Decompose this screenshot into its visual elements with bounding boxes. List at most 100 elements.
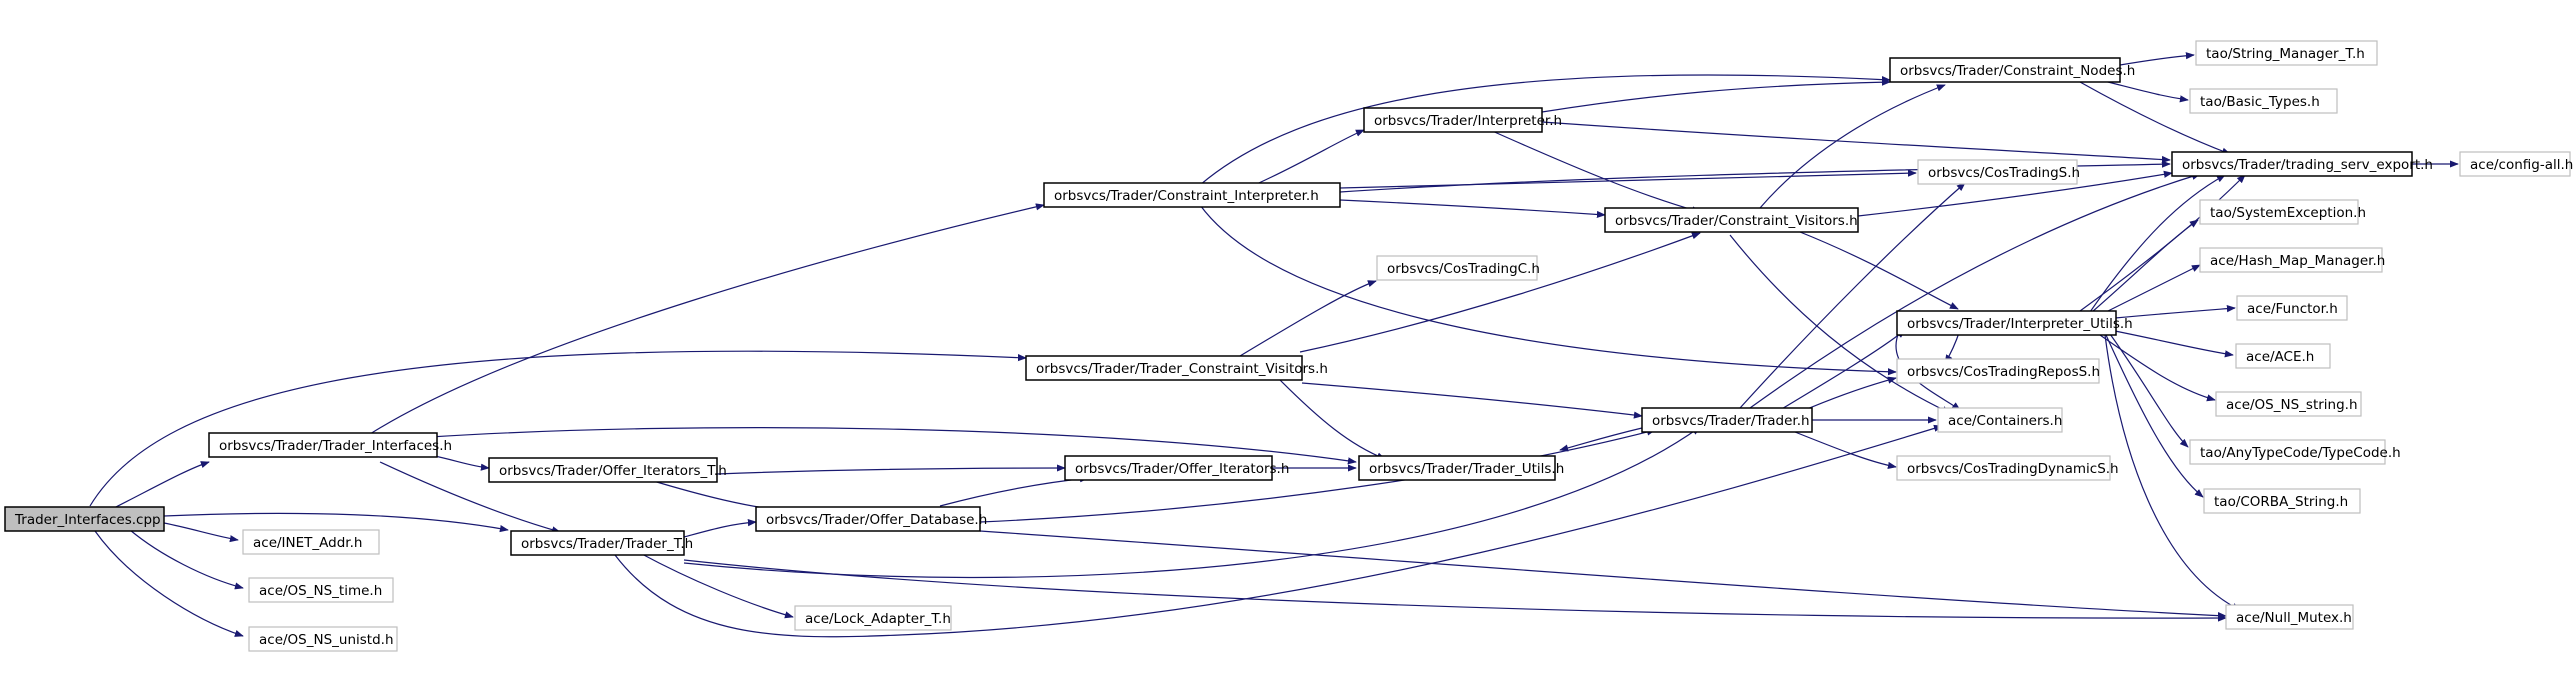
- svg-text:orbsvcs/CosTradingS.h: orbsvcs/CosTradingS.h: [1928, 165, 2080, 181]
- svg-text:orbsvcs/Trader/Offer_Database.: orbsvcs/Trader/Offer_Database.h: [766, 512, 987, 528]
- node-offer-database[interactable]: orbsvcs/Trader/Offer_Database.h: [755, 506, 987, 532]
- svg-text:tao/AnyTypeCode/TypeCode.h: tao/AnyTypeCode/TypeCode.h: [2200, 445, 2401, 461]
- edge-tt-to-null-mutex: [683, 559, 2227, 622]
- svg-text:tao/SystemException.h: tao/SystemException.h: [2210, 205, 2366, 221]
- svg-text:orbsvcs/Trader/Offer_Iterators: orbsvcs/Trader/Offer_Iterators.h: [1075, 461, 1289, 477]
- dependency-edges: [89, 52, 2459, 638]
- edge-ci-to-cos-trading-repos-s: [1199, 204, 1897, 376]
- node-constraint-visitors[interactable]: orbsvcs/Trader/Constraint_Visitors.h: [1604, 207, 1859, 233]
- edge-int-to-constraint-nodes: [1541, 78, 1891, 113]
- edge-iu-to-system-exception: [2091, 219, 2199, 313]
- edge-tt-to-containers: [614, 424, 1943, 638]
- svg-text:orbsvcs/Trader/Interpreter.h: orbsvcs/Trader/Interpreter.h: [1374, 113, 1562, 129]
- edge-iu-to-os-ns-string: [2099, 334, 2216, 402]
- node-null-mutex[interactable]: ace/Null_Mutex.h: [2225, 604, 2354, 630]
- node-trader-utils[interactable]: orbsvcs/Trader/Trader_Utils.h: [1358, 455, 1564, 481]
- node-lock-adapter-t[interactable]: ace/Lock_Adapter_T.h: [794, 605, 952, 631]
- edge-cv-to-trading-serv-export: [1857, 170, 2173, 217]
- edge-tcv-to-constraint-visitors: [1299, 232, 1701, 353]
- edge-iu-to-ace-h: [2109, 329, 2234, 358]
- node-cos-trading-dynamic-s[interactable]: orbsvcs/CosTradingDynamicS.h: [1896, 455, 2119, 481]
- edge-iu-to-trading-serv-export-2: [2089, 174, 2226, 313]
- edge-oit-to-offer-iterators: [716, 464, 1066, 475]
- edge-tcv-to-trader-utils: [1279, 379, 1386, 460]
- svg-text:ace/OS_NS_time.h: ace/OS_NS_time.h: [259, 583, 382, 599]
- edge-ti-to-trader-t: [379, 461, 561, 534]
- edge-ci-to-interpreter: [1249, 129, 1365, 188]
- node-constraint-nodes[interactable]: orbsvcs/Trader/Constraint_Nodes.h: [1889, 57, 2135, 83]
- node-string-manager-t[interactable]: tao/String_Manager_T.h: [2195, 40, 2378, 66]
- edge-ti-to-constraint-interpreter: [369, 203, 1045, 435]
- edge-iu-to-null-mutex: [2104, 334, 2241, 611]
- node-offer-iterators-t[interactable]: orbsvcs/Trader/Offer_Iterators_T.h: [488, 457, 727, 483]
- node-trader-interfaces-cpp[interactable]: Trader_Interfaces.cpp: [4, 506, 165, 532]
- edge-th-to-cos-trading-repos-s: [1799, 376, 1897, 413]
- svg-text:orbsvcs/CosTradingDynamicS.h: orbsvcs/CosTradingDynamicS.h: [1907, 461, 2119, 477]
- node-inet-addr[interactable]: ace/INET_Addr.h: [242, 529, 380, 555]
- edge-tt-to-offer-database: [683, 519, 757, 538]
- svg-text:Trader_Interfaces.cpp: Trader_Interfaces.cpp: [14, 512, 161, 528]
- svg-text:ace/Lock_Adapter_T.h: ace/Lock_Adapter_T.h: [805, 611, 951, 627]
- svg-text:ace/config-all.h: ace/config-all.h: [2470, 157, 2573, 173]
- node-containers[interactable]: ace/Containers.h: [1937, 407, 2063, 433]
- edge-ci-to-cos-trading-s: [1339, 169, 1917, 189]
- node-functor[interactable]: ace/Functor.h: [2236, 295, 2348, 321]
- edge-od-to-null-mutex: [979, 530, 2227, 620]
- node-corba-string[interactable]: tao/CORBA_String.h: [2203, 488, 2361, 514]
- svg-text:tao/Basic_Types.h: tao/Basic_Types.h: [2200, 94, 2320, 110]
- node-constraint-interpreter[interactable]: orbsvcs/Trader/Constraint_Interpreter.h: [1043, 182, 1341, 208]
- svg-text:ace/INET_Addr.h: ace/INET_Addr.h: [253, 535, 362, 551]
- svg-text:orbsvcs/Trader/Trader_Utils.h: orbsvcs/Trader/Trader_Utils.h: [1369, 461, 1564, 477]
- node-trader-interfaces-h[interactable]: orbsvcs/Trader/Trader_Interfaces.h: [208, 432, 452, 458]
- edge-iu-to-hash-map-manager: [2099, 264, 2201, 316]
- svg-text:tao/String_Manager_T.h: tao/String_Manager_T.h: [2206, 46, 2365, 62]
- edge-ti-to-offer-iterators-t: [429, 454, 490, 471]
- svg-text:ace/OS_NS_unistd.h: ace/OS_NS_unistd.h: [259, 632, 394, 648]
- node-cos-trading-s[interactable]: orbsvcs/CosTradingS.h: [1917, 159, 2080, 185]
- node-os-ns-time[interactable]: ace/OS_NS_time.h: [248, 577, 394, 603]
- node-trader-h[interactable]: orbsvcs/Trader/Trader.h: [1641, 407, 1813, 433]
- node-cos-trading-repos-s[interactable]: orbsvcs/CosTradingReposS.h: [1896, 358, 2100, 384]
- node-offer-iterators[interactable]: orbsvcs/Trader/Offer_Iterators.h: [1064, 455, 1289, 481]
- svg-text:orbsvcs/Trader/Constraint_Node: orbsvcs/Trader/Constraint_Nodes.h: [1900, 63, 2135, 79]
- edge-iu-to-corba-string: [2105, 334, 2204, 498]
- edge-ci-to-constraint-visitors: [1339, 199, 1606, 219]
- edge-root-to-os-ns-unistd: [94, 530, 244, 637]
- edge-root-to-trader-t: [163, 512, 509, 533]
- node-trading-serv-export[interactable]: orbsvcs/Trader/trading_serv_export.h: [2171, 151, 2433, 177]
- edge-th-to-trader-utils: [1559, 427, 1643, 452]
- node-system-exception[interactable]: tao/SystemException.h: [2199, 199, 2366, 225]
- edge-cv-to-containers: [1729, 234, 1951, 414]
- edge-root-to-inet-addr: [163, 522, 239, 543]
- svg-text:ace/ACE.h: ace/ACE.h: [2246, 349, 2314, 365]
- node-basic-types[interactable]: tao/Basic_Types.h: [2189, 88, 2338, 114]
- node-typecode[interactable]: tao/AnyTypeCode/TypeCode.h: [2189, 439, 2401, 465]
- node-os-ns-string[interactable]: ace/OS_NS_string.h: [2215, 391, 2362, 417]
- svg-text:orbsvcs/CosTradingC.h: orbsvcs/CosTradingC.h: [1387, 261, 1540, 277]
- edge-cv-to-constraint-nodes: [1759, 84, 1946, 209]
- svg-text:ace/Functor.h: ace/Functor.h: [2247, 301, 2338, 317]
- edge-od-to-offer-iterators: [939, 475, 1089, 507]
- svg-text:orbsvcs/Trader/Constraint_Inte: orbsvcs/Trader/Constraint_Interpreter.h: [1054, 188, 1319, 204]
- node-trader-constraint-visitors[interactable]: orbsvcs/Trader/Trader_Constraint_Visitor…: [1025, 355, 1328, 381]
- node-os-ns-unistd[interactable]: ace/OS_NS_unistd.h: [248, 626, 398, 652]
- node-hash-map-manager[interactable]: ace/Hash_Map_Manager.h: [2199, 247, 2385, 273]
- edge-tcv-to-cos-trading-c: [1239, 280, 1377, 357]
- svg-text:ace/Null_Mutex.h: ace/Null_Mutex.h: [2236, 610, 2352, 626]
- node-interpreter-utils[interactable]: orbsvcs/Trader/Interpreter_Utils.h: [1896, 310, 2133, 336]
- edge-th-to-cos-trading-dynamic-s: [1789, 429, 1897, 470]
- node-config-all[interactable]: ace/config-all.h: [2459, 151, 2573, 177]
- svg-text:orbsvcs/Trader/Trader_Interfac: orbsvcs/Trader/Trader_Interfaces.h: [219, 438, 452, 454]
- svg-text:orbsvcs/Trader/trading_serv_ex: orbsvcs/Trader/trading_serv_export.h: [2182, 157, 2433, 173]
- node-ace-h[interactable]: ace/ACE.h: [2235, 343, 2331, 369]
- node-trader-t[interactable]: orbsvcs/Trader/Trader_T.h: [510, 530, 693, 556]
- node-interpreter[interactable]: orbsvcs/Trader/Interpreter.h: [1363, 107, 1562, 133]
- edge-th-to-cos-trading-s: [1739, 182, 1966, 409]
- edge-root-to-trader-constraint-visitors: [89, 350, 1027, 507]
- edge-ci-to-constraint-nodes: [1199, 74, 1891, 186]
- edge-cn-to-trading-serv-export: [2079, 81, 2231, 155]
- svg-text:orbsvcs/Trader/Constraint_Visi: orbsvcs/Trader/Constraint_Visitors.h: [1615, 213, 1858, 229]
- node-cos-trading-c[interactable]: orbsvcs/CosTradingC.h: [1376, 255, 1540, 281]
- svg-text:orbsvcs/Trader/Offer_Iterators: orbsvcs/Trader/Offer_Iterators_T.h: [499, 463, 727, 479]
